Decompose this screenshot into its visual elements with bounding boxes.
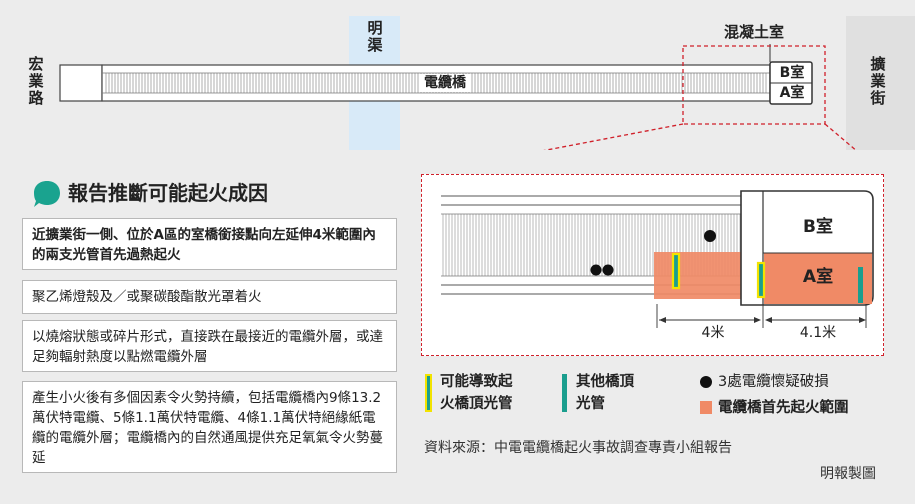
damage-dot-3 <box>602 264 614 276</box>
report-step-1: 近擴業街一側、位於A區的室橋銜接點向左延伸4米範圍內的兩支光管首先過熱起火 <box>22 218 397 270</box>
legend-dot-swatch <box>700 376 712 388</box>
overview-room-a: A室 <box>779 85 805 101</box>
damage-dot-1 <box>704 230 716 242</box>
legend-other-tube-swatch <box>562 374 567 412</box>
overview-bridge-drawing <box>59 44 857 150</box>
speech-bubble-icon <box>34 181 60 207</box>
legend-dot-label: 3處電纜懷疑破損 <box>718 374 829 390</box>
left-abutment <box>59 64 103 102</box>
legend-other-tube-line2: 光管 <box>576 396 605 412</box>
legend-fire-swatch <box>700 401 712 414</box>
detail-room-b: B室 <box>803 217 833 237</box>
ignition-tube-room <box>756 261 766 299</box>
room-a-fire <box>764 253 872 304</box>
dimension-right: 4.1米 <box>783 324 853 342</box>
report-step-4: 產生小火後有多個因素令火勢持續，包括電纜橋內9條13.2萬伏特電纜、5條1.1萬… <box>22 381 397 473</box>
report-title: 報告推斷可能起火成因 <box>68 181 268 205</box>
overview-room-b: B室 <box>779 65 805 81</box>
concrete-room-label: 混凝土室 <box>724 23 785 41</box>
legend-ignition-tube-line2: 火橋頂光管 <box>440 396 513 412</box>
credit-text: 明報製圖 <box>820 466 876 482</box>
detail-room-a: A室 <box>802 267 834 287</box>
report-header: 報告推斷可能起火成因 <box>22 176 397 210</box>
detail-drawing <box>441 190 874 328</box>
legend-ignition-tube-line1: 可能導致起 <box>440 374 513 390</box>
overview-panel: 宏 業 路 擴 業 街 明 渠 <box>0 0 915 150</box>
dimension-left: 4米 <box>678 324 748 342</box>
legend-other-tube-line1: 其他橋頂 <box>576 374 634 390</box>
report-step-2: 聚乙烯燈殼及／或聚碳酸酯散光罩着火 <box>22 280 397 314</box>
source-text: 資料來源：中電電纜橋起火事故調查專責小組報告 <box>424 440 732 456</box>
right-road-band <box>846 16 915 150</box>
legend-ignition-tube-swatch <box>425 374 432 412</box>
left-road-label: 宏 業 路 <box>28 55 44 107</box>
channel-label: 明 渠 <box>367 19 383 54</box>
legend-fire-label: 電纜橋首先起火範圍 <box>718 400 849 416</box>
overview-bridge-label: 電纜橋 <box>420 74 470 92</box>
ignition-tube-bridge <box>671 252 681 290</box>
damage-dot-2 <box>590 264 602 276</box>
other-tube-room <box>858 267 863 303</box>
right-road-label: 擴 業 街 <box>870 55 886 107</box>
zoom-box <box>682 45 826 125</box>
report-step-3: 以燒熔狀態或碎片形式，直接跌在最接近的電纜外層，或達足夠輻射熱度以點燃電纜外層 <box>22 320 397 372</box>
